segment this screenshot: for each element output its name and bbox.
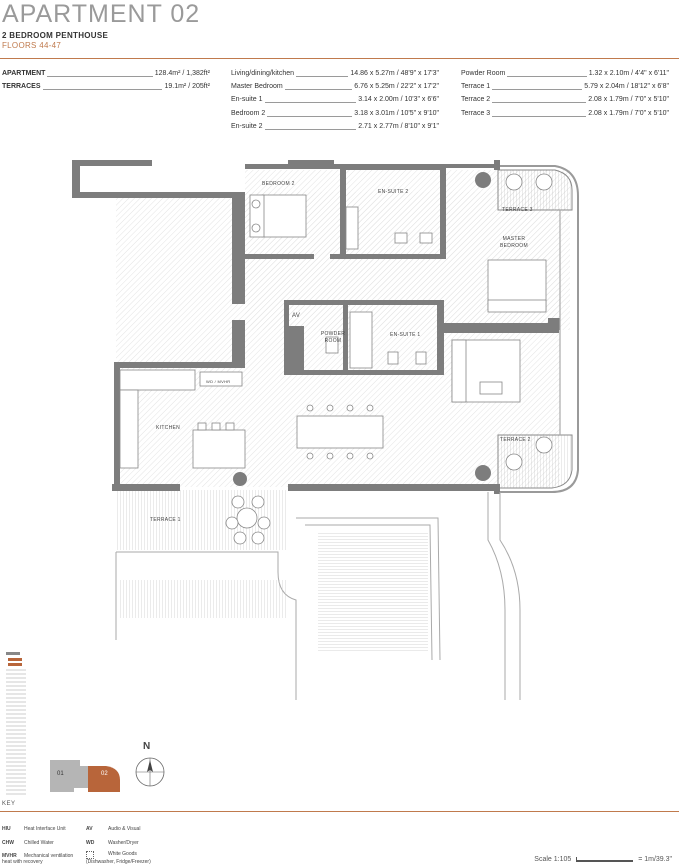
terrace-1-table — [225, 495, 271, 545]
unit-type: 2 BEDROOM PENTHOUSE — [2, 31, 109, 40]
room-row: Terrace 3 2.08 x 1.79m / 7'0" x 5'10" — [461, 110, 669, 120]
area-value: 19.1m² / 205ft² — [162, 83, 210, 90]
kitchen-island — [192, 422, 246, 469]
compass-north-label: N — [143, 741, 151, 752]
room-row: Living/dining/kitchen 14.86 x 5.27m / 48'… — [231, 70, 439, 80]
room-dims: 5.79 x 2.04m / 18'12" x 6'8" — [582, 83, 669, 90]
room-row: En-suite 1 3.14 x 2.00m / 10'3" x 6'6" — [231, 96, 439, 106]
scale-bar-graphic — [576, 856, 634, 862]
terrace-chairs — [505, 173, 553, 471]
room-row: Bedroom 2 3.18 x 3.01m / 10'5" x 9'10" — [231, 110, 439, 120]
room-dims: 2.08 x 1.79m / 7'0" x 5'10" — [586, 96, 669, 103]
key-plan-unit-02 — [88, 766, 120, 792]
label-powder-room: POWDER ROOM — [320, 331, 346, 344]
area-apartment: APARTMENT 128.4m² / 1,382ft² — [2, 70, 210, 80]
room-dims: 3.18 x 3.01m / 10'5" x 9'10" — [352, 110, 439, 117]
label-ensuite-2: EN-SUITE 2 — [378, 189, 409, 195]
room-name: Terrace 1 — [461, 83, 493, 90]
dining-table — [296, 404, 384, 460]
room-dims: 2.71 x 2.77m / 8'10" x 9'1" — [356, 123, 439, 130]
key-plan-label-01: 01 — [57, 771, 64, 777]
room-dims: 3.14 x 2.00m / 10'3" x 6'6" — [356, 96, 439, 103]
walls — [72, 160, 560, 494]
label-bedroom-2: BEDROOM 2 — [262, 181, 295, 187]
room-name: Master Bedroom — [231, 83, 285, 90]
column — [233, 472, 247, 486]
key-plan-unit-01 — [50, 760, 88, 792]
room-dims: 2.08 x 1.79m / 7'0" x 5'10" — [586, 110, 669, 117]
area-value: 128.4m² / 1,382ft² — [152, 70, 210, 77]
bedroom-2-bed — [249, 194, 307, 238]
key-divider — [0, 811, 679, 812]
floors-label: FLOORS 44-47 — [2, 41, 62, 50]
column — [475, 172, 491, 188]
floor-plan — [72, 160, 579, 700]
label-av: AV — [292, 313, 301, 319]
compass-icon — [135, 757, 165, 787]
key-title: KEY — [2, 801, 16, 807]
room-dims: 14.86 x 5.27m / 48'9" x 17'3" — [348, 70, 439, 77]
scale-suffix: = 1m/39.3" — [638, 856, 672, 863]
room-name: En-suite 1 — [231, 96, 265, 103]
label-kitchen: KITCHEN — [156, 425, 181, 431]
room-row: En-suite 2 2.71 x 2.77m / 8'10" x 9'1" — [231, 123, 439, 133]
terrace-2 — [497, 434, 573, 489]
column — [475, 465, 491, 481]
room-dims: 6.76 x 5.25m / 22'2" x 17'2" — [352, 83, 439, 90]
room-name: Bedroom 2 — [231, 110, 268, 117]
label-master-bedroom: MASTER BEDROOM — [500, 236, 528, 249]
label-terrace-3: TERRACE 3 — [502, 207, 533, 213]
room-row: Terrace 1 5.79 x 2.04m / 18'12" x 6'8" — [461, 83, 669, 93]
room-name: Terrace 3 — [461, 110, 493, 117]
header-divider — [0, 58, 679, 59]
label-wd-mvhr: WD / MVHR — [206, 379, 231, 384]
building-elevation-thumbnail — [6, 652, 26, 795]
room-name: Terrace 2 — [461, 96, 493, 103]
white-goods-icon — [86, 851, 94, 859]
master-bed — [487, 259, 547, 313]
room-name: En-suite 2 — [231, 123, 265, 130]
key-plan-label-02: 02 — [101, 771, 108, 777]
area-label: APARTMENT — [2, 70, 48, 77]
area-label: TERRACES — [2, 83, 43, 90]
podium-deck-right — [318, 532, 428, 652]
label-ensuite-1: EN-SUITE 1 — [390, 332, 421, 338]
room-row: Terrace 2 2.08 x 1.79m / 7'0" x 5'10" — [461, 96, 669, 106]
sofa — [451, 339, 521, 403]
key-plan — [50, 760, 120, 792]
kitchen-counter — [119, 369, 243, 469]
room-name: Powder Room — [461, 70, 508, 77]
label-terrace-2: TERRACE 2 — [500, 437, 531, 443]
scale-text: Scale 1:105 — [534, 856, 572, 863]
bathroom-fixtures — [325, 206, 433, 369]
podium-deck-left — [118, 580, 288, 618]
area-terraces: TERRACES 19.1m² / 205ft² — [2, 83, 210, 93]
page-title: APARTMENT 02 — [2, 0, 201, 28]
room-name: Living/dining/kitchen — [231, 70, 297, 77]
room-dims: 1.32 x 2.10m / 4'4" x 6'11" — [586, 70, 669, 77]
key-item-white-goods: White Goods (Dishwasher, Fridge/Freezer) — [86, 851, 151, 865]
facade-curve — [500, 165, 579, 493]
scale-bar: Scale 1:105 = 1m/39.3" — [534, 856, 672, 863]
label-terrace-1: TERRACE 1 — [150, 517, 181, 523]
room-row: Master Bedroom 6.76 x 5.25m / 22'2" x 17'… — [231, 83, 439, 93]
room-row: Powder Room 1.32 x 2.10m / 4'4" x 6'11" — [461, 70, 669, 80]
